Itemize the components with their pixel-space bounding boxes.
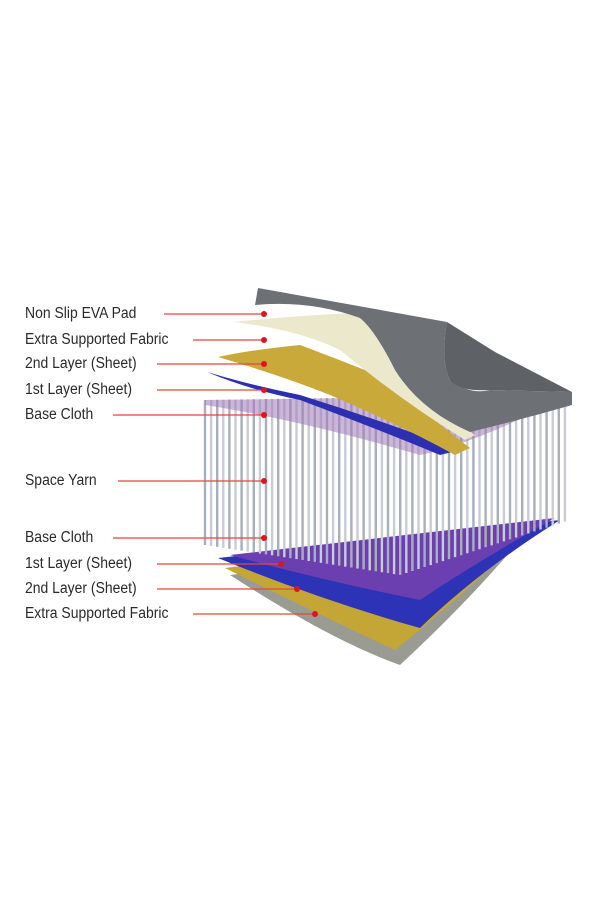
leader-dot bbox=[312, 611, 318, 617]
layer-label: Extra Supported Fabric bbox=[25, 331, 169, 348]
layer-label: Base Cloth bbox=[25, 406, 94, 423]
top-first-sheet bbox=[207, 372, 460, 455]
eva-pad bbox=[255, 288, 572, 432]
layer-label: 1st Layer (Sheet) bbox=[25, 381, 133, 398]
layer-label: Base Cloth bbox=[25, 529, 94, 546]
layer-label: 1st Layer (Sheet) bbox=[25, 555, 133, 572]
leader-dot bbox=[261, 478, 267, 484]
top-extra-fabric bbox=[234, 312, 475, 440]
layer-label: 2nd Layer (Sheet) bbox=[25, 355, 137, 372]
top-second-sheet bbox=[218, 345, 470, 455]
leader-dot bbox=[261, 311, 267, 317]
leader-dot bbox=[261, 361, 267, 367]
layer-label: Extra Supported Fabric bbox=[25, 605, 169, 622]
leader-dot bbox=[278, 561, 284, 567]
layer-label: Space Yarn bbox=[25, 472, 97, 489]
layer-label: Non Slip EVA Pad bbox=[25, 305, 137, 322]
leader-dot bbox=[261, 337, 267, 343]
layer-label: 2nd Layer (Sheet) bbox=[25, 580, 137, 597]
leader-dot bbox=[261, 387, 267, 393]
leader-dot bbox=[294, 586, 300, 592]
eva-pad-top bbox=[444, 322, 572, 392]
leader-dot bbox=[261, 535, 267, 541]
leader-dot bbox=[261, 412, 267, 418]
leader-lines bbox=[113, 311, 318, 617]
